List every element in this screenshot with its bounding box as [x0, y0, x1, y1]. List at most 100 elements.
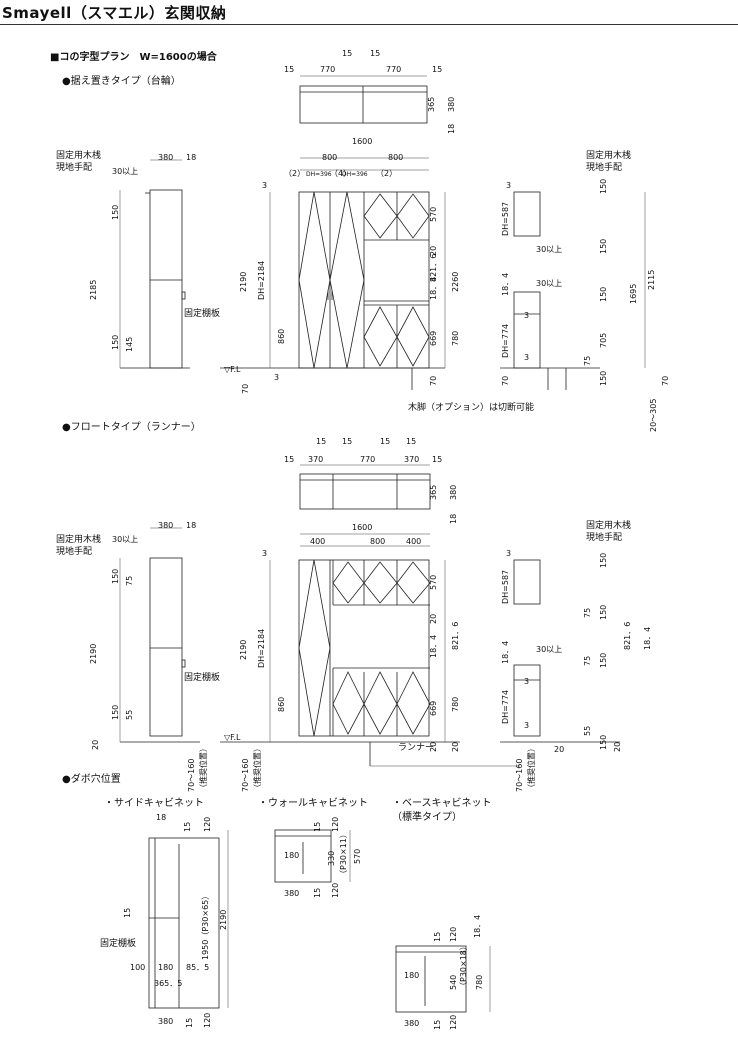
dim-570: 570 — [429, 207, 438, 222]
dim-145: 145 — [125, 337, 134, 352]
dim-150: 150 — [599, 371, 608, 386]
dowel-wall-label: ・ウォールキャビネット — [258, 798, 368, 809]
dim-669: 669 — [429, 701, 438, 716]
dowel-base-label: ・ベースキャビネット — [392, 798, 492, 809]
dim-150: 150 — [599, 605, 608, 620]
dowel-heading: ●ダボ穴位置 — [62, 774, 121, 785]
dim-180: 180 — [284, 851, 299, 860]
dim-70-160: 70〜160 — [515, 759, 524, 792]
dim-120: 120 — [203, 817, 212, 832]
dim-dh587: DH=587 — [501, 202, 510, 236]
dim-18-4: 18．4 — [429, 277, 438, 300]
dim-75: 75 — [583, 656, 592, 666]
dim-150: 150 — [599, 179, 608, 194]
note-on-site: 現地手配 — [56, 161, 92, 173]
dim-dh396: DH=396 — [342, 171, 368, 178]
wall-cabinet-top-2 — [299, 473, 431, 510]
dim-100: 100 — [130, 963, 145, 972]
label-fl: ▽F.L — [224, 733, 241, 742]
note-wood-legs: 木脚（オプション）は切断可能 — [408, 401, 534, 413]
page-title: Smayell（スマエル）玄関収納 — [2, 4, 227, 22]
dim-70: 70 — [241, 384, 250, 394]
dim-18: 18 — [449, 514, 458, 524]
dim-dh587: DH=587 — [501, 570, 510, 604]
dim-180: 180 — [158, 963, 173, 972]
dim-540: 540 — [449, 975, 458, 990]
dim-dh2184: DH=2184 — [257, 629, 266, 668]
dim-2115: 2115 — [647, 270, 656, 290]
dim-380: 380 — [447, 97, 456, 112]
note-runner: ランナー — [398, 742, 434, 753]
dim-800: 800 — [370, 537, 385, 546]
dim-70: 70 — [429, 376, 438, 386]
right-section-2 — [500, 559, 620, 743]
dim-821-6: 821．6 — [623, 622, 632, 650]
dim-2190: 2190 — [239, 272, 248, 292]
dim-18-4: 18．4 — [429, 635, 438, 658]
dowel-side-cabinet — [148, 837, 220, 1009]
dim-15: 15 — [123, 908, 132, 918]
note-fixed-batten: 固定用木桟 — [56, 149, 101, 161]
main-front-elevation-2 — [220, 559, 460, 766]
dim-3: 3 — [524, 721, 529, 730]
dim-over30: 30以上 — [112, 535, 138, 544]
dim-800: 800 — [388, 153, 403, 162]
dim-15: 15 — [185, 1018, 194, 1028]
dim-150: 150 — [111, 705, 120, 720]
dim-15: 15 — [342, 437, 352, 446]
dim-365: 365 — [427, 97, 436, 112]
dim-860: 860 — [277, 329, 286, 344]
dim-75: 75 — [125, 576, 134, 586]
dim-770: 770 — [386, 65, 401, 74]
dim-1600: 1600 — [352, 523, 372, 532]
dim-380: 380 — [404, 1019, 419, 1028]
label-recommend: （推奨位置） — [198, 744, 208, 792]
dim-330: 330 — [327, 851, 336, 866]
dim-120: 120 — [331, 817, 340, 832]
dim-705: 705 — [599, 333, 608, 348]
dim-20: 20 — [613, 742, 622, 752]
dim-dh774: DH=774 — [501, 324, 510, 358]
dim-365: 365 — [429, 485, 438, 500]
dim-120: 120 — [449, 927, 458, 942]
side-cabinet-elevation-2 — [120, 557, 200, 743]
dim-380: 380 — [449, 485, 458, 500]
dim-150: 150 — [111, 335, 120, 350]
dim-400: 400 — [406, 537, 421, 546]
dim-2260: 2260 — [451, 272, 460, 292]
label-fl: ▽F.L — [224, 365, 241, 374]
label-recommend: （推奨位置） — [252, 744, 262, 792]
dim-15: 15 — [370, 49, 380, 58]
dim-770: 770 — [320, 65, 335, 74]
dim-20: 20 — [554, 745, 564, 754]
dim-120: 120 — [203, 1013, 212, 1028]
dim-20: 20 — [451, 742, 460, 752]
dim-150: 150 — [599, 239, 608, 254]
plan-heading: ■コの字型プラン W=1600の場合 — [50, 52, 217, 63]
dim-18: 18 — [447, 124, 456, 134]
dim-20: 20 — [91, 740, 100, 750]
dim-180: 180 — [404, 971, 419, 980]
dim-400: 400 — [310, 537, 325, 546]
dim-3: 3 — [262, 181, 267, 190]
dim-15: 15 — [380, 437, 390, 446]
dim-860: 860 — [277, 697, 286, 712]
dim-3: 3 — [274, 373, 279, 382]
main-front-elevation-1 — [220, 191, 445, 390]
dim-70: 70 — [501, 376, 510, 386]
dim-over30: 30以上 — [536, 645, 562, 654]
dim-15: 15 — [313, 822, 322, 832]
dim-20: 20 — [429, 614, 438, 624]
dim-370: 370 — [308, 455, 323, 464]
dim-18: 18 — [186, 153, 196, 162]
dim-15: 15 — [433, 932, 442, 942]
dim-18-4: 18．4 — [501, 273, 510, 296]
dim-150: 150 — [599, 287, 608, 302]
dim-over30: 30以上 — [536, 245, 562, 254]
dim-15: 15 — [406, 437, 416, 446]
dim-75: 75 — [583, 356, 592, 366]
note-fixed-shelf: 固定棚板 — [184, 307, 220, 319]
dim-1950: 1950（P30×65） — [201, 892, 210, 960]
dim-2190: 2190 — [219, 910, 228, 930]
